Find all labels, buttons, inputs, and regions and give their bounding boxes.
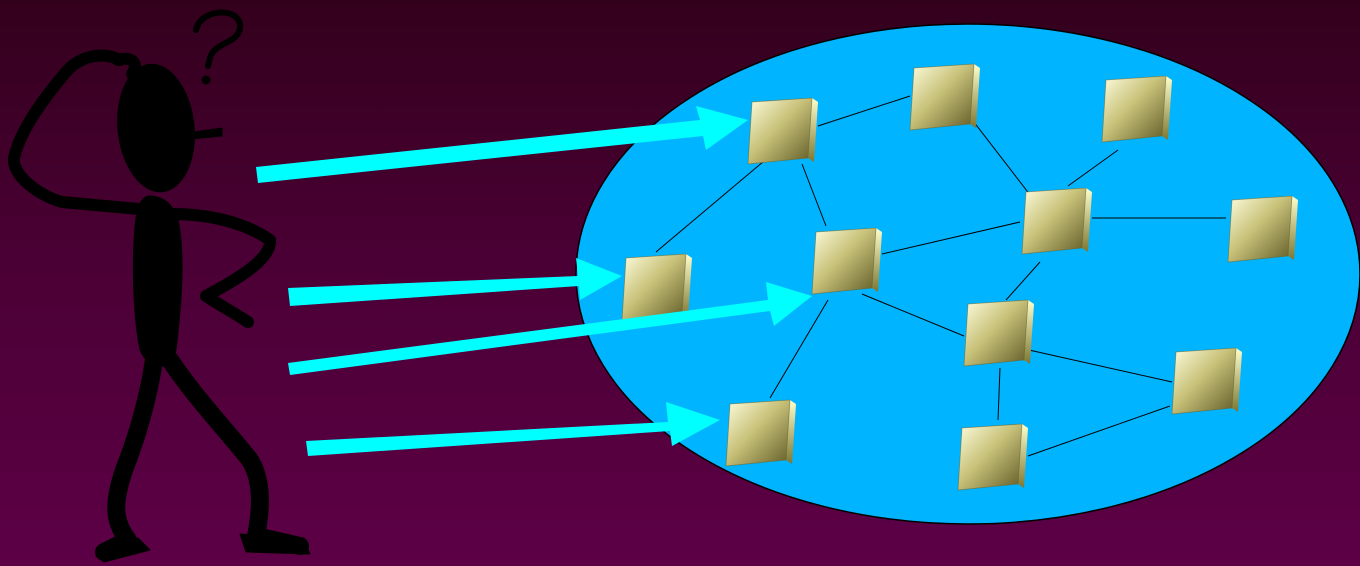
network-node-cube-icon	[1021, 187, 1092, 255]
link	[1019, 347, 1173, 383]
network-node-cube-icon	[1227, 195, 1298, 263]
network-node-cube-icon	[957, 423, 1028, 491]
link	[801, 163, 827, 227]
arrow-right-icon	[256, 106, 748, 183]
link	[1067, 149, 1119, 187]
link	[997, 367, 1001, 421]
network-node-cube-icon	[963, 299, 1034, 367]
network-node-cube-icon	[1101, 75, 1172, 143]
network-node-cube-icon	[811, 227, 882, 295]
network-node-cube-icon	[725, 399, 796, 467]
query-arrows	[256, 106, 812, 456]
network-node-cube-icon	[909, 63, 980, 131]
link	[861, 293, 965, 337]
link	[817, 95, 911, 127]
arrow-right-icon	[288, 282, 812, 375]
link	[769, 299, 829, 399]
link	[1005, 261, 1041, 301]
link	[655, 155, 771, 253]
network-node-cube-icon	[747, 97, 818, 165]
network-node-cube-icon	[1171, 347, 1242, 415]
question-mark-icon	[193, 9, 243, 69]
network-links	[655, 95, 1226, 457]
puzzled-person-icon	[8, 9, 311, 563]
arrow-right-icon	[306, 402, 720, 456]
network-node-cube-icon	[621, 253, 692, 321]
link	[1027, 405, 1171, 457]
link	[881, 221, 1021, 255]
arrow-right-icon	[288, 258, 622, 306]
